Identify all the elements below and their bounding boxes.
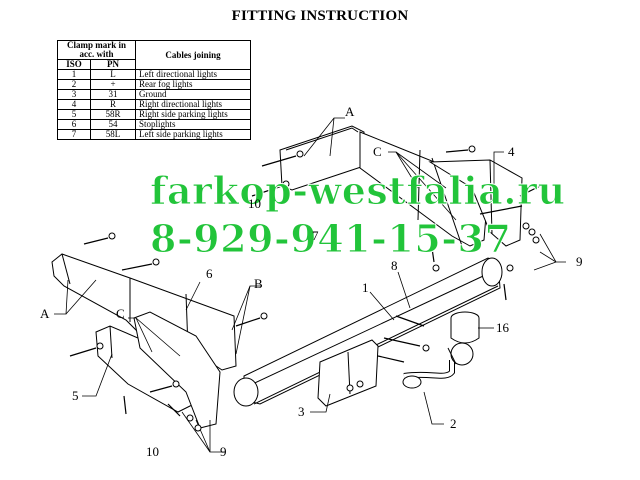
tow-ball-neck (402, 342, 474, 389)
label-8: 8 (391, 258, 398, 273)
label-2: 2 (450, 416, 457, 431)
legend-header-row: Clamp mark in acc. with Cables joining (57, 40, 251, 70)
label-3: 3 (298, 404, 305, 419)
label-9-right: 9 (576, 254, 583, 269)
ball-cover-cap (450, 311, 480, 344)
legend-cable: Left side parking lights (135, 129, 251, 140)
cables-legend-table: Clamp mark in acc. with Cables joining I… (57, 40, 251, 140)
main-cross-beam (233, 257, 503, 407)
label-10-bottom: 10 (146, 444, 159, 459)
label-4: 4 (508, 144, 515, 159)
label-1: 1 (362, 280, 369, 295)
label-7: 7 (312, 228, 319, 243)
label-c-top: C (373, 144, 382, 159)
fastener-bolts (69, 149, 541, 417)
label-a-left: A (40, 306, 50, 321)
label-a-top: A (345, 104, 355, 119)
label-16: 16 (496, 320, 509, 335)
page-title: FITTING INSTRUCTION (231, 8, 409, 24)
mounting-plate-4 (428, 159, 523, 247)
label-6: 6 (206, 266, 213, 281)
label-9-bottom: 9 (220, 444, 227, 459)
label-10-top: 10 (248, 196, 261, 211)
watermark-website: farkop-westfalia.ru (150, 168, 566, 214)
nuts-and-washers (96, 145, 540, 432)
label-b: B (254, 276, 263, 291)
watermark-phone: 8-929-941-15-37 (149, 216, 512, 262)
label-5: 5 (72, 388, 79, 403)
label-c-left: C (116, 306, 125, 321)
